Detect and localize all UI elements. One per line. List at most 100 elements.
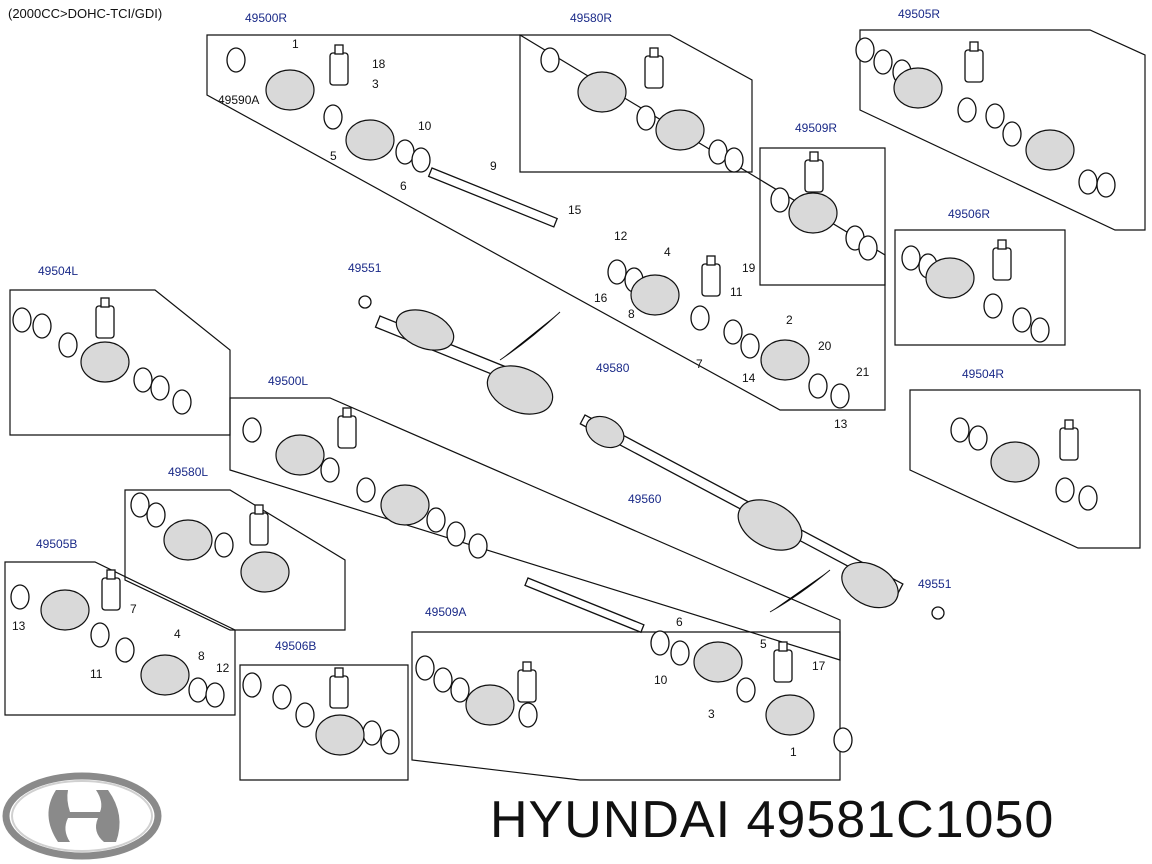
grease-tube-9 <box>337 415 357 449</box>
ring-part-20 <box>901 245 921 271</box>
ring-part-12 <box>957 97 977 123</box>
ring-part-6 <box>636 105 656 131</box>
group-label-49506r: 49506R <box>948 207 990 221</box>
group-label-49551: 49551 <box>918 577 952 591</box>
ring-part-15 <box>1078 169 1098 195</box>
part-number-3: 3 <box>708 707 715 721</box>
panel-outline-4 <box>759 147 886 286</box>
panel-outline-10 <box>4 561 236 716</box>
ring-part-41 <box>1078 485 1098 511</box>
part-number-10: 10 <box>418 119 432 133</box>
grease-tube-14 <box>773 649 793 683</box>
part-number-11: 11 <box>90 667 103 681</box>
ring-part-48 <box>130 492 150 518</box>
ring-part-3 <box>395 139 415 165</box>
ring-part-42 <box>242 417 262 443</box>
ring-part-55 <box>205 682 225 708</box>
boot-part-13 <box>275 434 325 476</box>
part-number-11: 11 <box>730 285 743 299</box>
grease-tube-cap-13 <box>522 661 532 672</box>
ring-part-16 <box>1096 172 1116 198</box>
group-label-49551: 49551 <box>348 261 382 275</box>
panel-outline-3 <box>859 29 1146 231</box>
ring-part-34 <box>723 319 743 345</box>
group-label-49580: 49580 <box>596 361 630 375</box>
grease-tube-12 <box>329 675 349 709</box>
group-label-49505b: 49505B <box>36 537 77 551</box>
part-number-7: 7 <box>696 357 703 371</box>
part-number-3: 3 <box>372 77 379 91</box>
part-number-1: 1 <box>292 37 299 51</box>
grease-tube-2 <box>644 55 664 89</box>
grease-tube-13 <box>517 669 537 703</box>
ring-part-66 <box>670 640 690 666</box>
group-label-49580l: 49580L <box>168 465 208 479</box>
grease-tube-cap-8 <box>1064 419 1074 430</box>
ring-part-67 <box>736 677 756 703</box>
ring-part-47 <box>468 533 488 559</box>
ring-part-2 <box>323 104 343 130</box>
panel-outline-7 <box>909 389 1141 549</box>
part-number-49590a: 49590A <box>218 93 259 107</box>
grease-tube-cap-9 <box>342 407 352 418</box>
part-number-10: 10 <box>654 673 668 687</box>
ring-part-4 <box>411 147 431 173</box>
group-label-49504r: 49504R <box>962 367 1004 381</box>
panel-outline-9 <box>124 489 346 631</box>
ring-part-54 <box>188 677 208 703</box>
part-number-8: 8 <box>198 649 205 663</box>
ring-part-49 <box>146 502 166 528</box>
ring-part-19 <box>858 235 878 261</box>
part-number-4: 4 <box>174 627 181 641</box>
ring-part-26 <box>32 313 52 339</box>
grease-tube-10 <box>249 512 269 546</box>
part-number-20: 20 <box>818 339 832 353</box>
panel-outline-2 <box>519 34 753 173</box>
ring-part-37 <box>830 383 850 409</box>
ring-part-31 <box>607 259 627 285</box>
ring-part-36 <box>808 373 828 399</box>
grease-tube-6 <box>95 305 115 339</box>
part-number-9: 9 <box>490 159 497 173</box>
ring-part-8 <box>724 147 744 173</box>
grease-tube-7 <box>701 263 721 297</box>
ring-part-39 <box>968 425 988 451</box>
part-number-13: 13 <box>12 619 26 633</box>
group-label-49560: 49560 <box>628 492 662 506</box>
grease-tube-cap-3 <box>969 41 979 52</box>
ring-part-9 <box>855 37 875 63</box>
boot-part-8 <box>925 257 975 299</box>
ring-part-46 <box>446 521 466 547</box>
ring-part-5 <box>540 47 560 73</box>
ring-part-43 <box>320 457 340 483</box>
ring-part-61 <box>415 655 435 681</box>
boot-part-12 <box>990 441 1040 483</box>
grease-tube-cap-6 <box>100 297 110 308</box>
hyundai-logo-icon <box>2 772 162 860</box>
boot-part-1 <box>345 119 395 161</box>
part-number-21: 21 <box>856 365 870 379</box>
boot-part-9 <box>80 341 130 383</box>
grease-tube-4 <box>804 159 824 193</box>
boot-part-19 <box>315 714 365 756</box>
ring-part-10 <box>873 49 893 75</box>
boot-part-10 <box>630 274 680 316</box>
group-label-49509a: 49509A <box>425 605 466 619</box>
ring-part-51 <box>10 584 30 610</box>
grease-tube-cap-2 <box>649 47 659 58</box>
grease-tube-cap-12 <box>334 667 344 678</box>
shaft-9-upper <box>427 167 559 228</box>
boot-part-15 <box>163 519 213 561</box>
ring-part-65 <box>650 630 670 656</box>
part-number-15: 15 <box>568 203 582 217</box>
part-number-17: 17 <box>812 659 826 673</box>
grease-tube-11 <box>101 577 121 611</box>
grease-tube-1 <box>329 52 349 86</box>
ring-part-27 <box>58 332 78 358</box>
part-number-1: 1 <box>790 745 797 759</box>
ring-part-58 <box>295 702 315 728</box>
ring-part-25 <box>12 307 32 333</box>
grease-tube-5 <box>992 247 1012 281</box>
